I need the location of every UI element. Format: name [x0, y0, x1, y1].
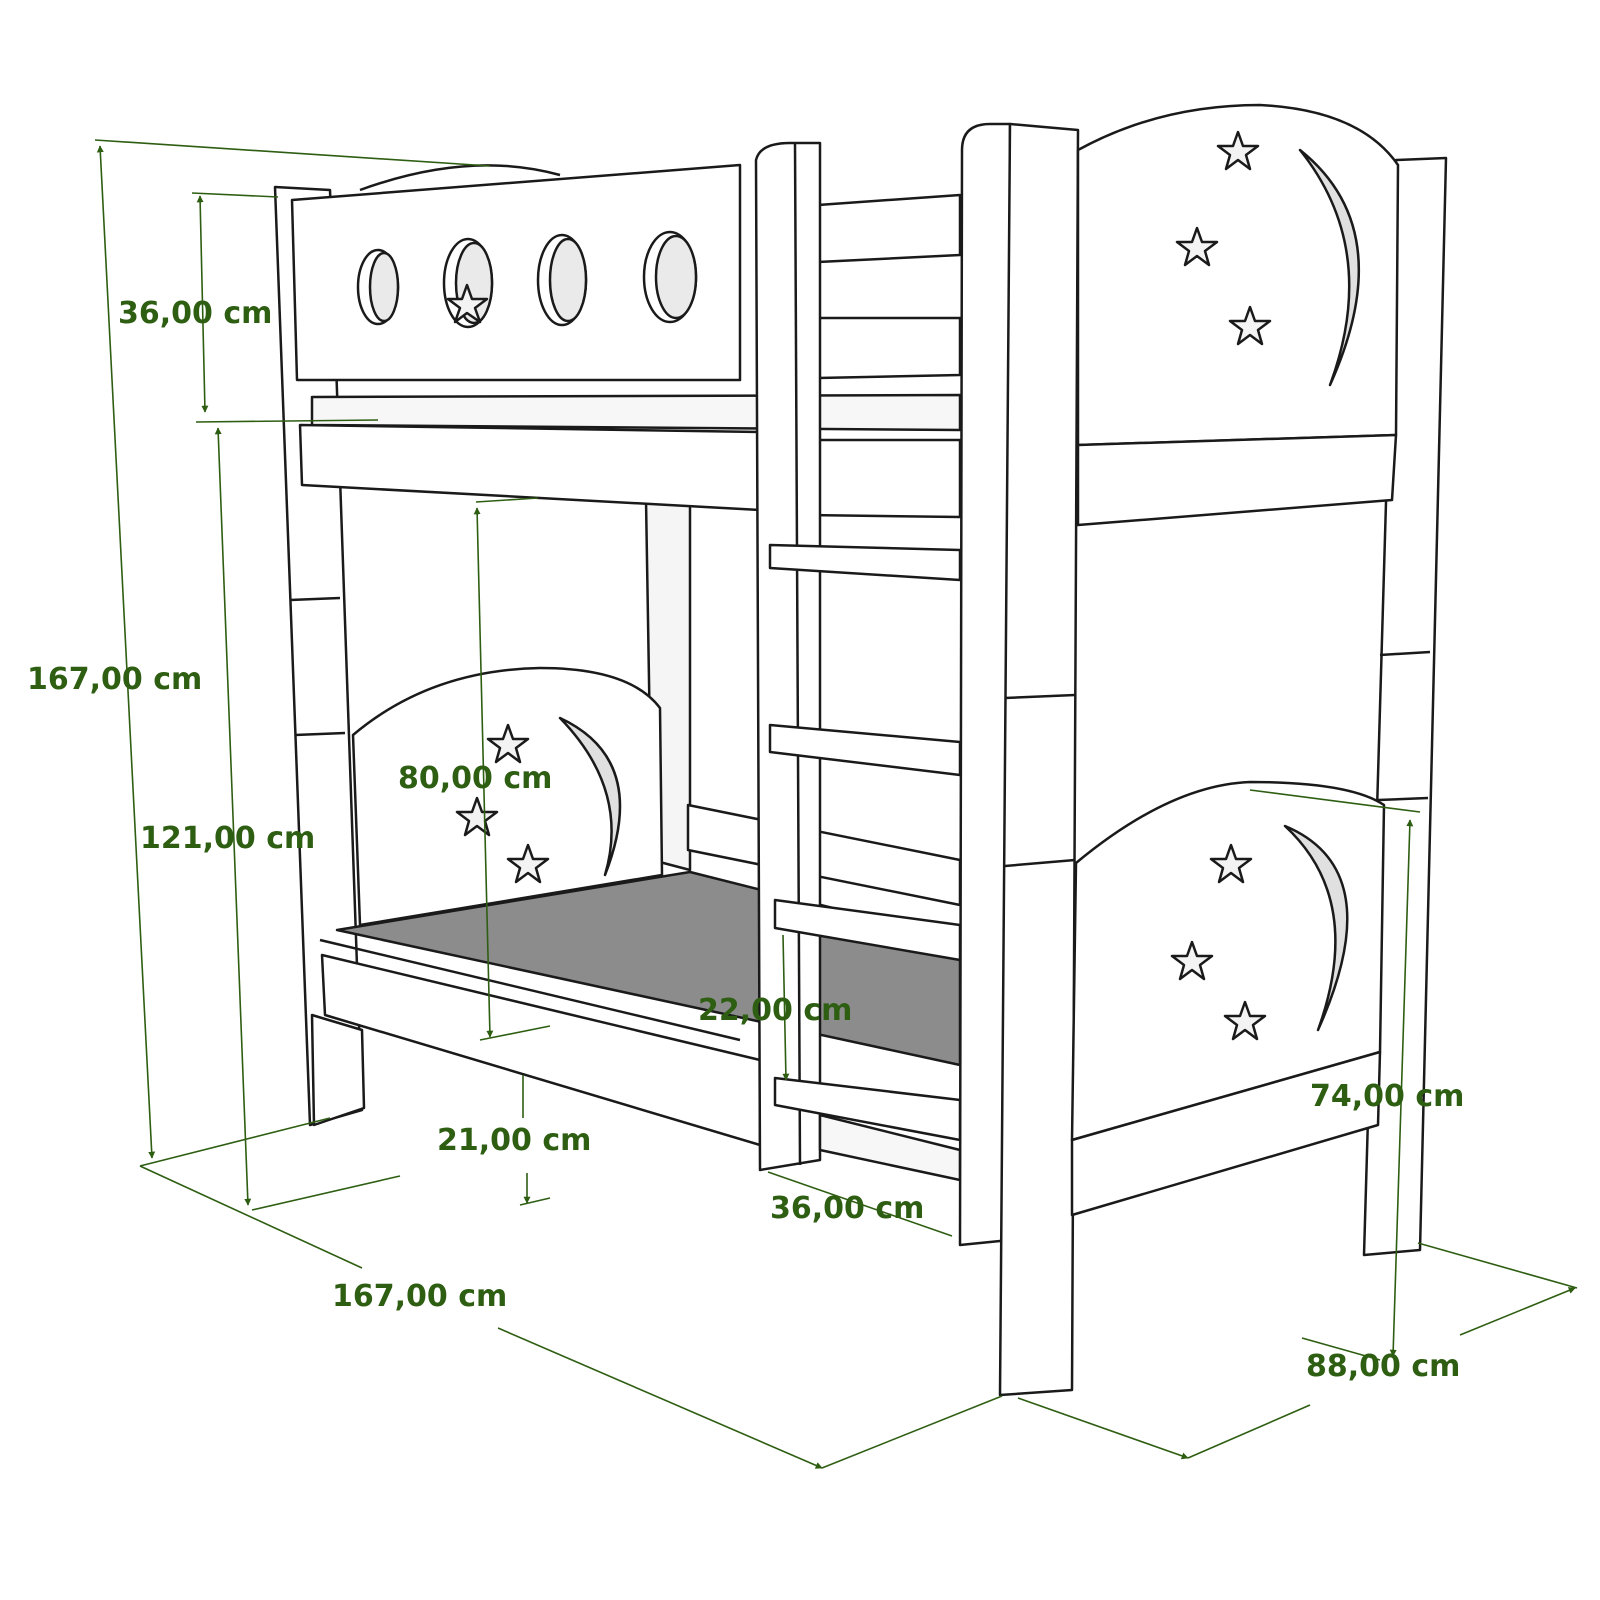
label-clearance-height: 80,00 cm [398, 761, 552, 796]
label-ladder-width: 36,00 cm [770, 1191, 924, 1226]
lower-left-moon-icon [558, 716, 622, 877]
upper-right-moon-icon [1298, 148, 1361, 387]
lower-right-star-icon-1 [1209, 843, 1253, 884]
lower-right-side-rail [1070, 1050, 1382, 1217]
label-floor-clearance: 21,00 cm [437, 1123, 591, 1158]
label-ladder-step-spacing: 22,00 cm [698, 993, 852, 1028]
front-right-post-face [998, 122, 1080, 1397]
label-upper-deck-height: 121,00 cm [140, 821, 315, 856]
upper-mattress-edge [310, 393, 962, 432]
porthole-star-icon [446, 283, 489, 324]
dimension-lines [94, 139, 1578, 1469]
label-headboard-height: 74,00 cm [1310, 1079, 1464, 1114]
lower-right-moon-icon [1283, 824, 1349, 1032]
upper-right-side-rail [1076, 433, 1398, 527]
lower-right-headboard [1070, 780, 1386, 1142]
upper-right-rail [804, 438, 962, 519]
back-rail-middle [816, 316, 962, 380]
lower-left-foot [310, 1013, 366, 1127]
back-rail-upper [816, 193, 962, 264]
bunk-bed-drawing [273, 103, 1448, 1397]
dimension-labels: 167,00 cm 36,00 cm 121,00 cm 80,00 cm 22… [27, 296, 1464, 1384]
upper-right-headboard [1076, 103, 1400, 447]
label-total-length: 167,00 cm [332, 1279, 507, 1314]
upper-front-rail [298, 423, 762, 512]
upper-right-star-icon-3 [1228, 305, 1272, 346]
lower-left-star-icon-3 [506, 843, 550, 884]
upper-guard-panel [290, 163, 742, 382]
upper-right-star-icon-2 [1175, 226, 1219, 267]
lower-right-star-icon-3 [1223, 1000, 1267, 1041]
porthole-cutouts [356, 230, 698, 329]
label-upper-guard-height: 36,00 cm [118, 296, 272, 331]
upper-right-star-icon-1 [1216, 130, 1260, 171]
lower-right-star-icon-2 [1170, 940, 1214, 981]
label-total-height: 167,00 cm [27, 662, 202, 697]
label-total-width: 88,00 cm [1306, 1349, 1460, 1384]
